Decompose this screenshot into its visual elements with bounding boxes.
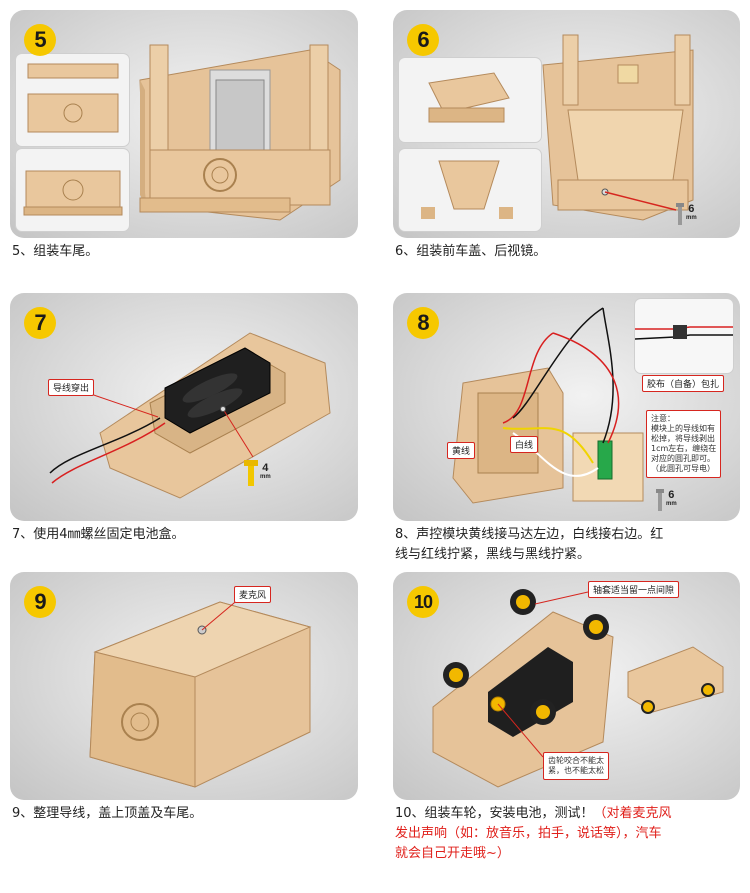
step-6-illustration (542, 34, 694, 221)
callout-wire-through: 导线穿出 (48, 379, 95, 396)
step-10-illustration (432, 589, 724, 788)
step-number-badge: 7 (24, 307, 56, 339)
screw-icon (656, 489, 664, 511)
step-8-panel: 胶布（自备）包扎 黄线 白线 注意： 模块上的导线如有 松掉，将导线剥出 1cm… (393, 293, 740, 521)
step-8-caption-line-2: 线与红线拧紧，黑线与黑线拧紧。 (395, 547, 591, 562)
note-line: 模块上的导线如有 (651, 424, 715, 433)
note-line: 对应的圆孔即可。 (651, 454, 715, 463)
step-5-panel: 5 (10, 10, 358, 238)
step-8-inset-wires (635, 299, 733, 373)
note-line: （此圆孔可导电） (651, 464, 715, 473)
note-line: 松掉，将导线剥出 (651, 434, 715, 443)
screw-length: 4 (262, 462, 269, 474)
callout-microphone: 麦克风 (234, 586, 272, 603)
step-5-illustration (139, 44, 341, 221)
screw-length: 6 (668, 489, 675, 501)
step-8-note: 注意： 模块上的导线如有 松掉，将导线剥出 1cm左右，缠绕在 对应的圆孔即可。… (646, 410, 722, 478)
step-number-badge: 10 (407, 586, 439, 618)
step-number-badge: 5 (24, 24, 56, 56)
callout-white-wire: 白线 (510, 436, 539, 453)
step-5-inset-top (16, 54, 129, 146)
step-7-caption: 7、使用4㎜螺丝固定电池盒。 (12, 527, 185, 542)
screw-unit: mm (666, 501, 677, 507)
step-number-badge: 6 (407, 24, 439, 56)
callout-tape: 胶布（自备）包扎 (642, 375, 725, 392)
step-number-badge: 8 (407, 307, 439, 339)
callout-axle-gap: 轴套适当留一点间隙 (588, 581, 680, 598)
step-9-panel: 麦克风 9 (10, 572, 358, 800)
step-10-caption-red-1: （对着麦克风 (593, 806, 672, 821)
callout-yellow-wire: 黄线 (447, 442, 476, 459)
step-10-panel: 轴套适当留一点间隙 齿轮咬合不能太 紧，也不能太松 10 (393, 572, 740, 800)
step-5-caption: 5、组装车尾。 (12, 244, 99, 259)
screw-icon (244, 460, 258, 486)
step-8-caption: 8、声控模块黄线接马达左边，白线接右边。红 线与红线拧紧，黑线与黑线拧紧。 (395, 525, 663, 565)
step-6-caption: 6、组装前车盖、后视镜。 (395, 244, 547, 259)
step-9-illustration (89, 597, 312, 788)
step-10-caption-text: 10、组装车轮，安装电池，测试！ (395, 806, 594, 821)
step-8-illustration (452, 307, 644, 504)
screw-length: 6 (688, 203, 695, 215)
step-6-inset-top (399, 58, 541, 142)
callout-gear-mesh: 齿轮咬合不能太 紧，也不能太松 (543, 752, 609, 780)
screw-unit: mm (686, 215, 697, 221)
screw-icon (676, 203, 684, 225)
step-10-caption-red-2: 发出声响（如：放音乐，拍手，说话等），汽车 (395, 826, 662, 841)
step-9-caption: 9、整理导线，盖上顶盖及车尾。 (12, 806, 203, 821)
step-5-inset-bottom (16, 149, 129, 231)
step-10-caption-red-3: 就会自己开走哦~） (395, 846, 510, 861)
gear-note-line: 紧，也不能太松 (548, 766, 604, 775)
gear-note-line: 齿轮咬合不能太 (548, 756, 604, 765)
note-line: 1cm左右，缠绕在 (651, 444, 717, 453)
note-line: 注意： (651, 414, 675, 423)
step-7-illustration (49, 332, 331, 499)
step-10-caption: 10、组装车轮，安装电池，测试！（对着麦克风 发出声响（如：放音乐，拍手，说话等… (395, 804, 745, 864)
step-6-inset-bottom (399, 149, 541, 231)
step-8-caption-line-1: 8、声控模块黄线接马达左边，白线接右边。红 (395, 527, 664, 542)
step-number-badge: 9 (24, 586, 56, 618)
screw-unit: mm (260, 474, 271, 480)
